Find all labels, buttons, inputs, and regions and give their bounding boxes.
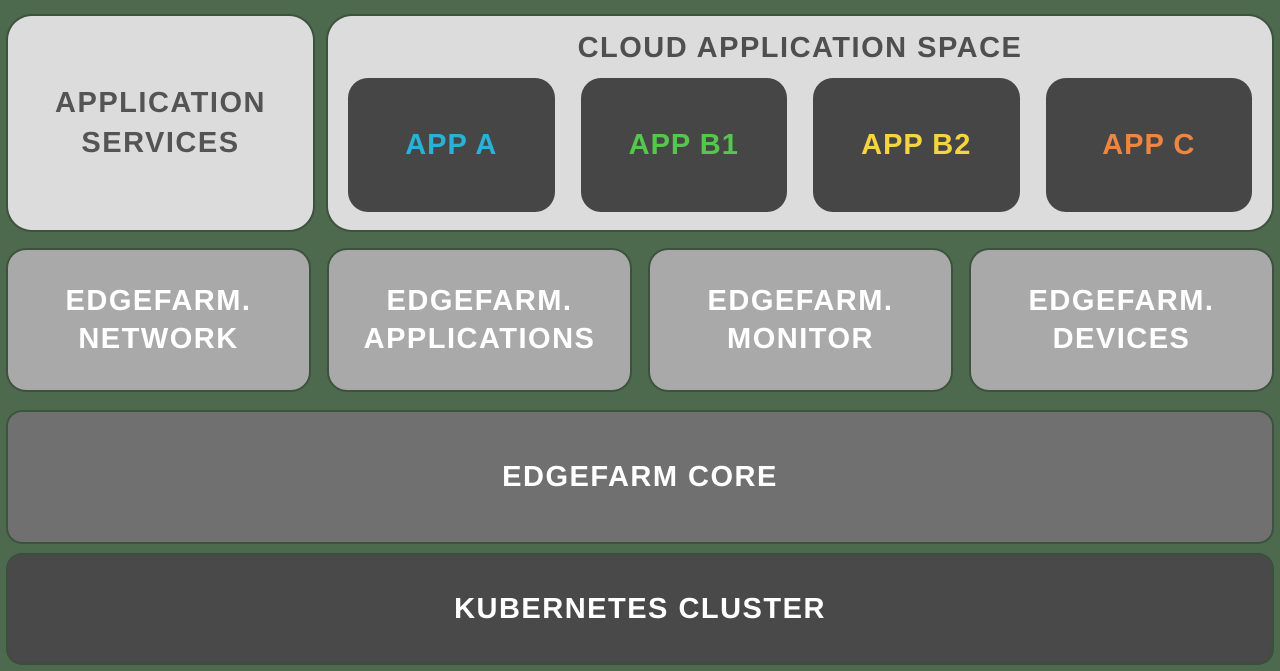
- edgefarm-applications-box: EDGEFARM. APPLICATIONS: [329, 250, 630, 390]
- application-services-line1: APPLICATION: [55, 86, 266, 119]
- edgefarm-monitor-line1: EDGEFARM.: [707, 284, 894, 317]
- edgefarm-network-line1: EDGEFARM.: [65, 284, 252, 317]
- app-c-label: APP C: [1102, 128, 1196, 161]
- kubernetes-cluster-bar: KUBERNETES CLUSTER: [8, 555, 1272, 663]
- edgefarm-devices-line2: DEVICES: [1052, 323, 1191, 355]
- app-a-label: APP A: [405, 128, 498, 161]
- edgefarm-applications-line2: APPLICATIONS: [363, 323, 596, 355]
- application-services-box: APPLICATION SERVICES: [8, 16, 313, 230]
- edgefarm-devices-box: EDGEFARM. DEVICES: [971, 250, 1272, 390]
- edgefarm-network-line2: NETWORK: [78, 323, 239, 355]
- edgefarm-devices-line1: EDGEFARM.: [1028, 284, 1215, 317]
- cloud-apps-row: APP A APP B1 APP B2 APP C: [348, 78, 1252, 212]
- edgefarm-network-box: EDGEFARM. NETWORK: [8, 250, 309, 390]
- edgefarm-applications-line1: EDGEFARM.: [386, 284, 573, 317]
- edgefarm-core-bar: EDGEFARM CORE: [8, 412, 1272, 542]
- cloud-application-space-box: CLOUD APPLICATION SPACE APP A APP B1 APP…: [328, 16, 1272, 230]
- app-b1-box: APP B1: [580, 78, 787, 212]
- edgefarm-services-row: EDGEFARM. NETWORK EDGEFARM. APPLICATIONS…: [8, 250, 1272, 390]
- app-b2-label: APP B2: [861, 128, 972, 161]
- app-b1-label: APP B1: [628, 128, 739, 161]
- application-services-line2: SERVICES: [81, 127, 240, 159]
- cloud-application-space-title: CLOUD APPLICATION SPACE: [577, 32, 1023, 64]
- kubernetes-cluster-label: KUBERNETES CLUSTER: [454, 592, 826, 625]
- top-row: APPLICATION SERVICES CLOUD APPLICATION S…: [8, 16, 1272, 230]
- edgefarm-core-label: EDGEFARM CORE: [502, 460, 778, 493]
- edgefarm-monitor-box: EDGEFARM. MONITOR: [650, 250, 951, 390]
- application-services-label: APPLICATION SERVICES: [55, 83, 266, 163]
- app-b2-box: APP B2: [813, 78, 1020, 212]
- edgefarm-monitor-line2: MONITOR: [727, 323, 874, 355]
- app-c-box: APP C: [1045, 78, 1252, 212]
- app-a-box: APP A: [348, 78, 555, 212]
